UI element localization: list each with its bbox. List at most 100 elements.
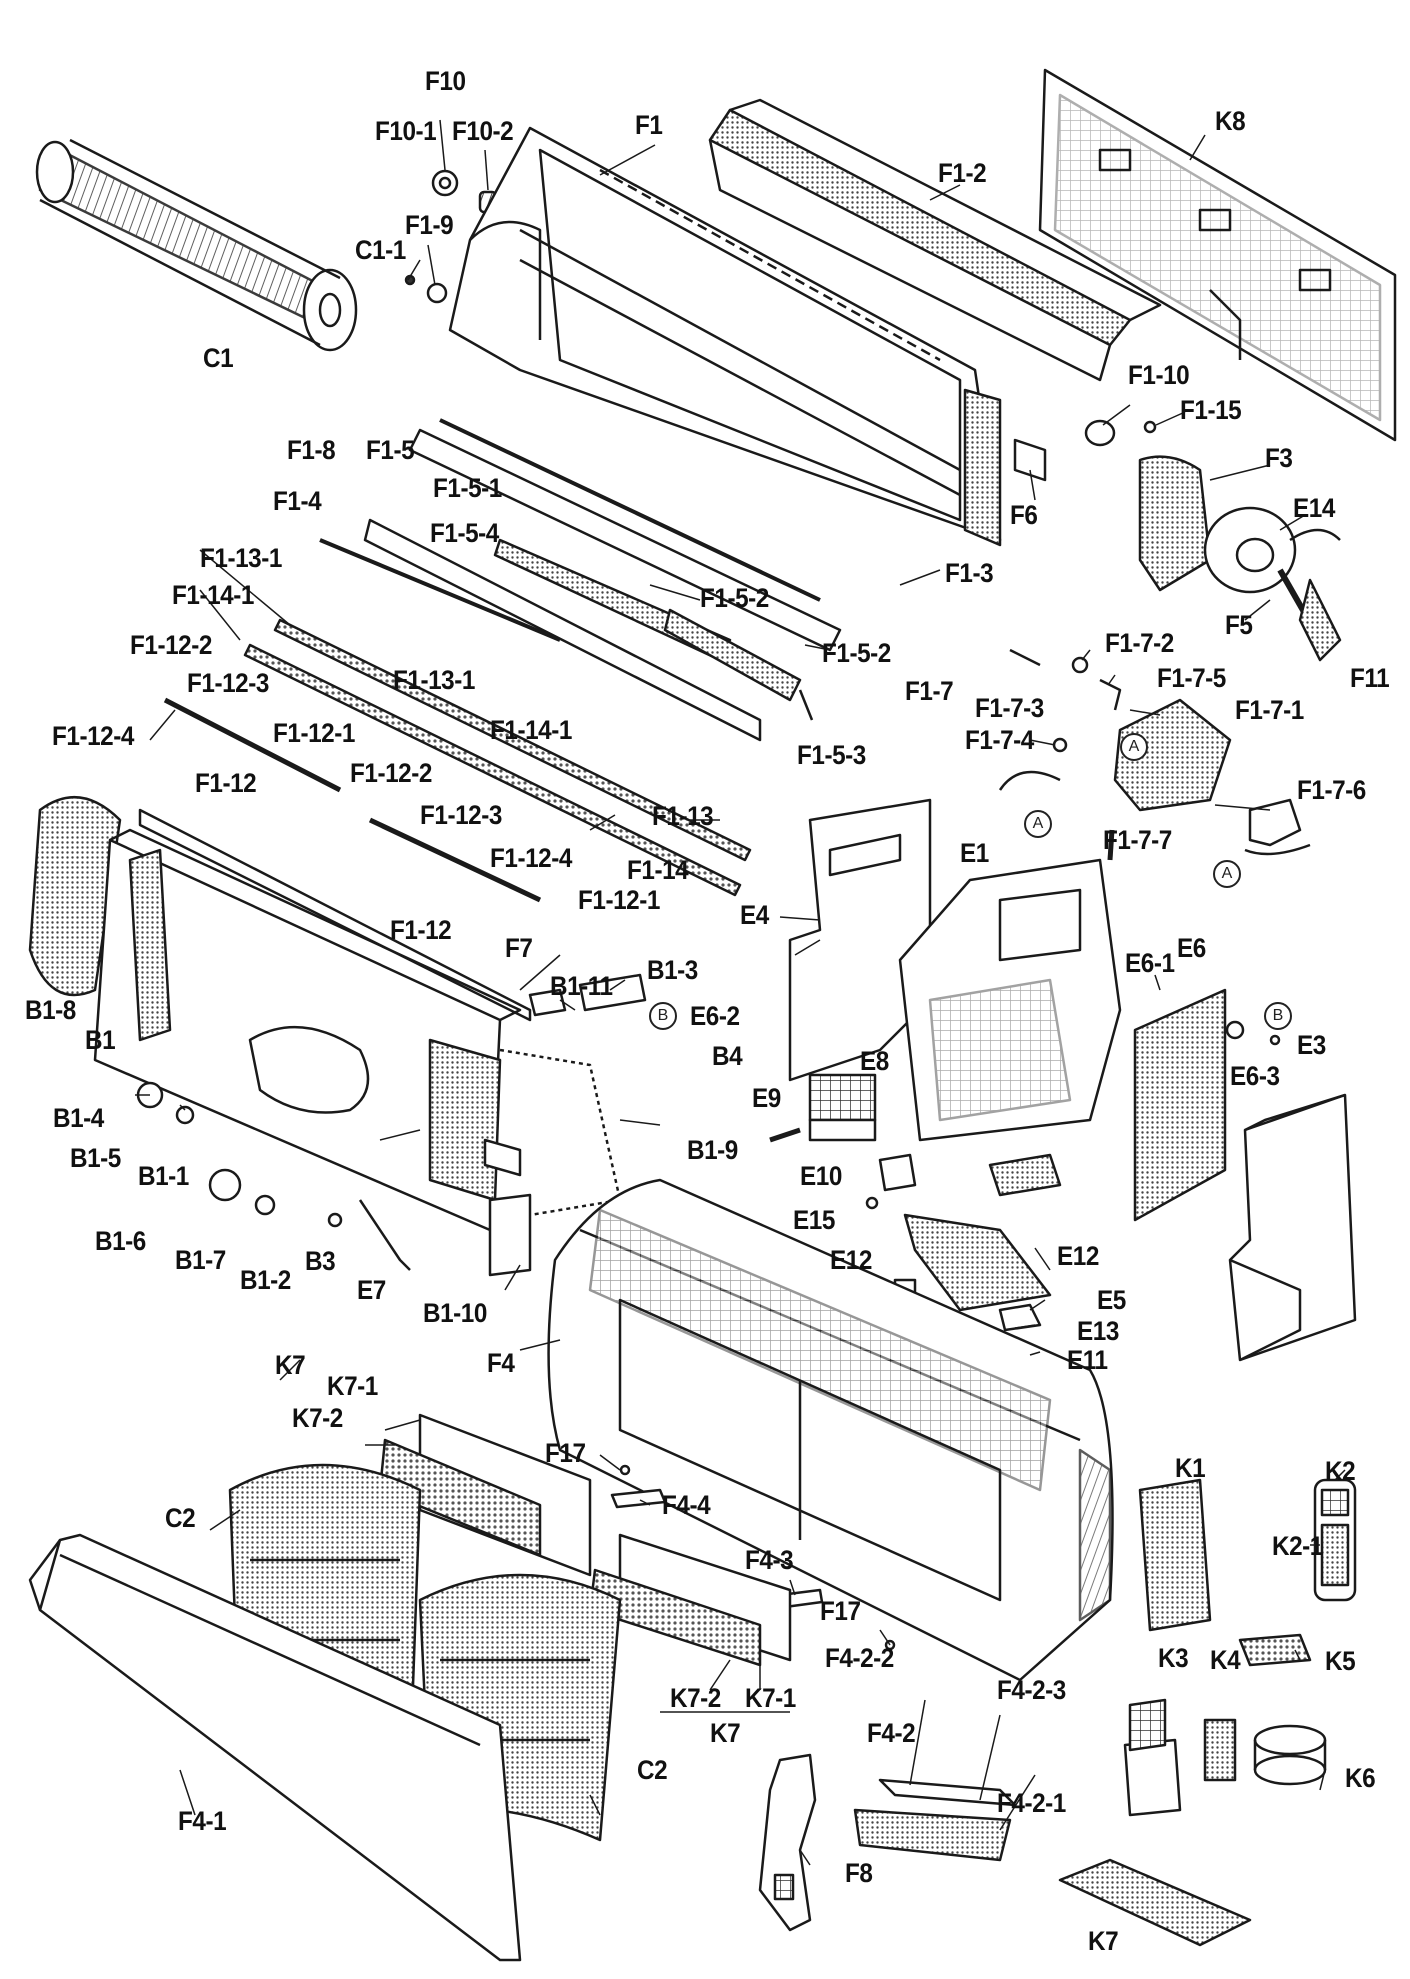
label-f1: F1 <box>635 110 663 140</box>
label-f4-2-1: F4-2-1 <box>997 1788 1066 1818</box>
label-f1-12-1: F1-12-1 <box>273 718 355 748</box>
label-b1-8: B1-8 <box>25 995 76 1025</box>
label-f17: F17 <box>820 1596 861 1626</box>
label-f1-5: F1-5 <box>366 435 415 465</box>
label-f1-13-1: F1-13-1 <box>200 543 282 573</box>
label-f4-2-2: F4-2-2 <box>825 1643 894 1673</box>
label-f1-5-1: F1-5-1 <box>433 473 502 503</box>
label-f1-12: F1-12 <box>195 768 257 798</box>
label-f1-5-4: F1-5-4 <box>430 518 499 548</box>
label-f10-1: F10-1 <box>375 116 437 146</box>
evaporator-b1 <box>93 828 622 1232</box>
label-k4: K4 <box>1210 1645 1241 1675</box>
label-c1-1: C1-1 <box>355 235 406 265</box>
label-b1-10: B1-10 <box>423 1298 487 1328</box>
label-k7-1: K7-1 <box>327 1371 378 1401</box>
label-e7: E7 <box>357 1275 386 1305</box>
label-e5: E5 <box>1097 1285 1126 1315</box>
label-f1-3: F1-3 <box>945 558 994 588</box>
label-f4-3: F4-3 <box>745 1545 794 1575</box>
label-f1-12-2: F1-12-2 <box>350 758 432 788</box>
label-f1-7-3: F1-7-3 <box>975 693 1044 723</box>
remote-k2 <box>1313 1478 1357 1602</box>
label-f1-12-4: F1-12-4 <box>52 721 134 751</box>
label-e12: E12 <box>1057 1241 1099 1271</box>
label-f1-13: F1-13 <box>652 801 714 831</box>
label-e3: E3 <box>1297 1030 1326 1060</box>
filters-k7-upper <box>378 1413 792 1667</box>
label-f1-14-1: F1-14-1 <box>172 580 254 610</box>
mounting-plate-k8 <box>1038 68 1397 442</box>
label-k7-1: K7-1 <box>745 1683 796 1713</box>
label-f1-13-1: F1-13-1 <box>393 665 475 695</box>
label-e12: E12 <box>830 1245 872 1275</box>
label-b3: B3 <box>305 1246 336 1276</box>
label-f1-7-6: F1-7-6 <box>1297 775 1366 805</box>
label-f1-15: F1-15 <box>1180 395 1242 425</box>
small-parts-right <box>1013 419 1157 482</box>
label-b1-1: B1-1 <box>138 1161 189 1191</box>
label-f10: F10 <box>425 66 466 96</box>
label-f1-2: F1-2 <box>938 158 987 188</box>
label-f1-14: F1-14 <box>627 855 689 885</box>
label-f6: F6 <box>1010 500 1038 530</box>
accessories <box>1123 1633 1327 1817</box>
label-f4-4: F4-4 <box>662 1490 711 1520</box>
label-e1: E1 <box>960 838 989 868</box>
main-chassis-f1 <box>448 126 1002 547</box>
label-e8: E8 <box>860 1046 889 1076</box>
cover-f8 <box>758 1753 817 1932</box>
label-e6: E6 <box>1177 933 1206 963</box>
label-e13: E13 <box>1077 1316 1119 1346</box>
callout-a: A <box>1120 733 1148 761</box>
lower-parts-f4-2 <box>853 1778 1017 1862</box>
label-f1-7-7: F1-7-7 <box>1103 825 1172 855</box>
label-b1-7: B1-7 <box>175 1245 226 1275</box>
label-f1-5-2: F1-5-2 <box>822 638 891 668</box>
label-k1: K1 <box>1175 1453 1206 1483</box>
label-f1-12-3: F1-12-3 <box>420 800 502 830</box>
cover-e4 <box>788 798 932 1082</box>
grille-k7-bottom <box>1058 1858 1252 1947</box>
label-f1-12-1: F1-12-1 <box>578 885 660 915</box>
label-f4-2: F4-2 <box>867 1718 916 1748</box>
label-f1-4: F1-4 <box>273 486 322 516</box>
callout-a: A <box>1024 810 1052 838</box>
vane-strips <box>163 618 752 903</box>
label-f10-2: F10-2 <box>452 116 514 146</box>
label-b1: B1 <box>85 1025 116 1055</box>
label-f4: F4 <box>487 1348 515 1378</box>
label-f4-1: F4-1 <box>178 1806 227 1836</box>
label-f3: F3 <box>1265 443 1293 473</box>
label-f1-7-1: F1-7-1 <box>1235 695 1304 725</box>
label-b1-6: B1-6 <box>95 1226 146 1256</box>
label-f1-12-3: F1-12-3 <box>187 668 269 698</box>
label-b1-9: B1-9 <box>687 1135 738 1165</box>
label-k7-2: K7-2 <box>292 1403 343 1433</box>
label-f1-10: F1-10 <box>1128 360 1190 390</box>
callout-b: B <box>1264 1002 1292 1030</box>
label-k6: K6 <box>1345 1763 1376 1793</box>
label-c1: C1 <box>203 343 234 373</box>
control-box-e1 <box>898 829 1122 1142</box>
callout-a: A <box>1213 860 1241 888</box>
label-f4-2-3: F4-2-3 <box>997 1675 1066 1705</box>
label-e4: E4 <box>740 900 769 930</box>
label-f1-9: F1-9 <box>405 210 454 240</box>
label-e9: E9 <box>752 1083 781 1113</box>
label-f1-14-1: F1-14-1 <box>490 715 572 745</box>
label-f1-8: F1-8 <box>287 435 336 465</box>
label-b4: B4 <box>712 1041 743 1071</box>
label-f17: F17 <box>545 1438 586 1468</box>
drain-pan-f1-2 <box>708 98 1162 382</box>
label-f1-12-4: F1-12-4 <box>490 843 572 873</box>
frame-f1-12 <box>28 795 532 1022</box>
label-e6-2: E6-2 <box>690 1001 740 1031</box>
label-b1-2: B1-2 <box>240 1265 291 1295</box>
label-f1-7-5: F1-7-5 <box>1157 663 1226 693</box>
label-k2-1: K2-1 <box>1272 1531 1323 1561</box>
label-c2: C2 <box>637 1755 668 1785</box>
label-f1-7-4: F1-7-4 <box>965 725 1034 755</box>
